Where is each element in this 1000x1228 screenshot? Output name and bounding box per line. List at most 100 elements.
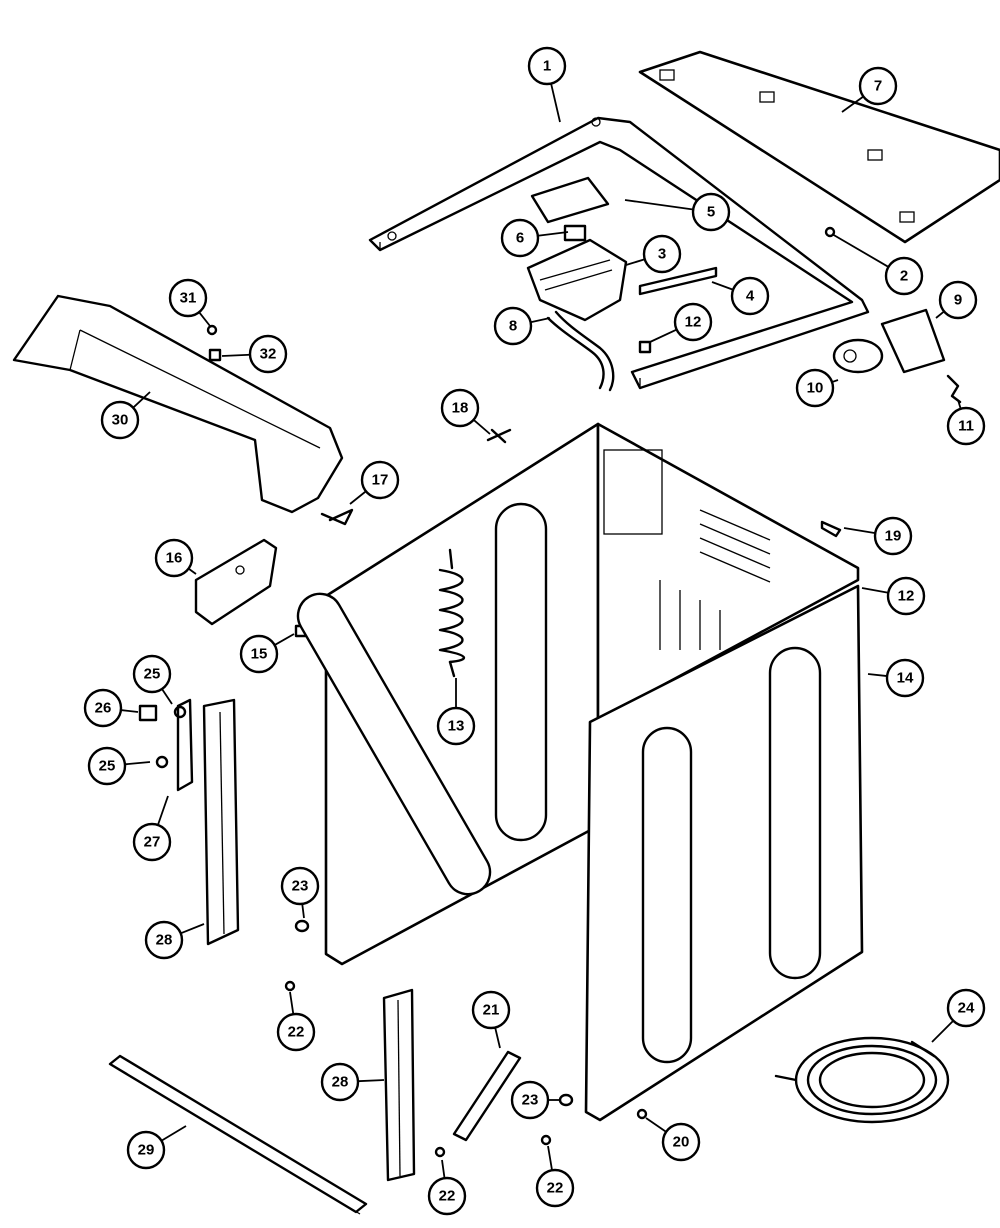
part-14-right-side-panel <box>584 584 864 1122</box>
callout-label: 20 <box>673 1134 690 1151</box>
part-26-clip <box>138 704 158 722</box>
callout-leader <box>124 761 151 766</box>
callout-label: 12 <box>898 588 915 605</box>
callout-28: 28 <box>320 1062 360 1102</box>
callout-label: 5 <box>707 204 715 221</box>
callout-label: 22 <box>288 1024 305 1041</box>
callout-circle <box>471 990 511 1030</box>
callout-30: 30 <box>100 400 140 440</box>
callout-circle <box>500 218 540 258</box>
callout-3: 3 <box>642 234 682 274</box>
callout-circle <box>946 988 986 1028</box>
callout-label: 12 <box>685 314 702 331</box>
part-12-nut-upper <box>638 340 652 354</box>
callout-label: 13 <box>448 718 465 735</box>
callout-leader <box>221 353 251 357</box>
callout-label: 3 <box>658 246 666 263</box>
callout-7: 7 <box>858 66 898 106</box>
callout-26: 26 <box>83 688 123 728</box>
callout-leader <box>349 490 367 505</box>
part-28-leg-left <box>202 698 240 946</box>
callout-label: 25 <box>144 666 161 683</box>
callout-circle <box>527 46 567 86</box>
part-25-screw-upper <box>173 705 187 719</box>
callout-circle <box>427 1176 467 1216</box>
callout-15: 15 <box>239 634 279 674</box>
callout-circle <box>938 280 978 320</box>
callout-31: 31 <box>168 278 208 318</box>
part-11-clip <box>946 374 962 404</box>
callout-leader <box>161 688 173 705</box>
callout-leader <box>289 991 295 1015</box>
callout-label: 31 <box>180 290 197 307</box>
callout-19: 19 <box>873 516 913 556</box>
callout-leader <box>530 317 551 324</box>
part-3-housing <box>526 238 628 322</box>
part-16-bracket <box>194 538 278 626</box>
callout-1: 1 <box>527 46 567 86</box>
callout-leader <box>357 1079 385 1083</box>
callout-label: 1 <box>543 58 551 75</box>
callout-leader <box>441 1159 446 1179</box>
callout-label: 2 <box>900 268 908 285</box>
part-10-pressure-switch <box>832 338 884 374</box>
callout-circle <box>661 1122 701 1162</box>
callout-13: 13 <box>436 706 476 746</box>
callout-circle <box>510 1080 550 1120</box>
part-28-leg-middle <box>382 988 416 1182</box>
callout-circle <box>795 368 835 408</box>
callout-label: 26 <box>95 700 112 717</box>
callout-circle <box>946 406 986 446</box>
callout-leader <box>649 328 678 343</box>
part-21-brace <box>452 1050 522 1142</box>
callout-18: 18 <box>440 388 480 428</box>
callout-circle <box>440 388 480 428</box>
callout-leader <box>198 311 211 327</box>
callout-12: 12 <box>673 302 713 342</box>
callout-25: 25 <box>132 654 172 694</box>
part-1-top-frame <box>368 116 870 390</box>
callout-circle <box>132 654 172 694</box>
callout-leader <box>120 709 139 713</box>
callout-8: 8 <box>493 306 533 346</box>
callout-circle <box>642 234 682 274</box>
callout-11: 11 <box>946 406 986 446</box>
callout-14: 14 <box>885 658 925 698</box>
callout-leader <box>625 258 646 266</box>
callout-circle <box>885 658 925 698</box>
callout-label: 7 <box>874 78 882 95</box>
part-2-screw <box>824 226 836 238</box>
part-22-screw-right <box>540 1134 552 1146</box>
callout-leader <box>132 391 151 409</box>
callout-circle <box>248 334 288 374</box>
part-23-clip-left <box>294 919 310 933</box>
callout-leader <box>867 673 888 677</box>
part-24-hose-coil <box>774 1036 950 1124</box>
callout-circle <box>83 688 123 728</box>
callout-27: 27 <box>132 822 172 862</box>
callout-label: 18 <box>452 400 469 417</box>
callout-circle <box>673 302 713 342</box>
part-19-clip <box>820 520 842 538</box>
callout-12: 12 <box>886 576 926 616</box>
part-18-clip <box>486 428 512 444</box>
callout-circle <box>100 400 140 440</box>
callout-circle <box>730 276 770 316</box>
callout-leader <box>935 310 945 319</box>
callout-label: 15 <box>251 646 268 663</box>
callout-leader <box>157 795 169 826</box>
part-31-screw <box>206 324 218 336</box>
callout-24: 24 <box>946 988 986 1028</box>
callout-10: 10 <box>795 368 835 408</box>
callout-leader <box>180 923 205 935</box>
cabinet-rear-interior <box>596 422 860 722</box>
part-20-screw <box>636 1108 648 1120</box>
callout-label: 16 <box>166 550 183 567</box>
part-22-screw-left <box>284 980 296 992</box>
callout-label: 32 <box>260 346 277 363</box>
callout-circle <box>154 538 194 578</box>
callout-22: 22 <box>276 1012 316 1052</box>
callout-leader <box>843 527 876 534</box>
callout-circle <box>360 460 400 500</box>
